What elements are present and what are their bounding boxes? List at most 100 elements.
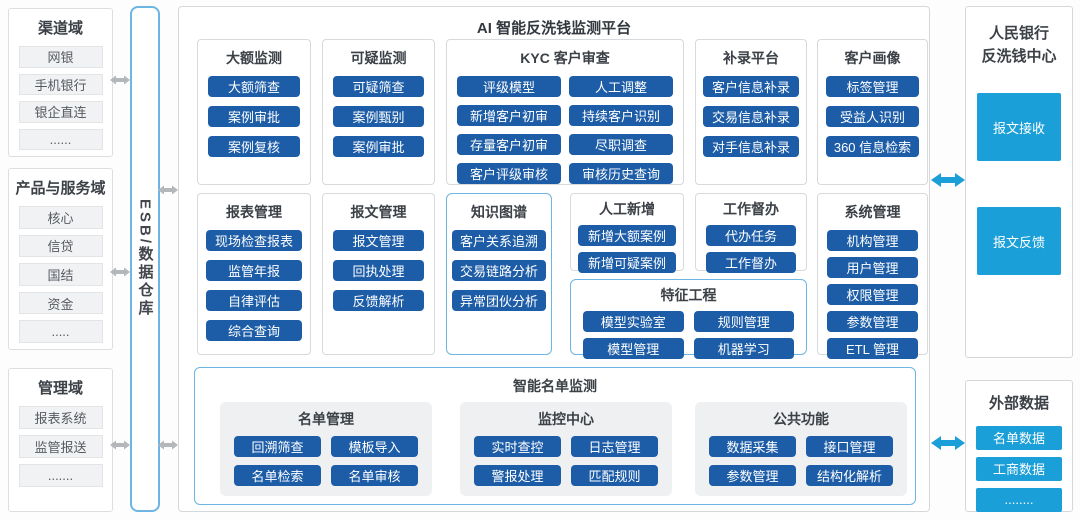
- module-title: 报文管理: [350, 204, 407, 220]
- external-data-box: 外部数据 名单数据 工商数据 ........: [965, 380, 1073, 512]
- module-button[interactable]: 警报处理: [474, 465, 561, 486]
- module-button[interactable]: 存量客户初审: [457, 134, 561, 155]
- module-button[interactable]: 异常团伙分析: [452, 290, 546, 311]
- module-button[interactable]: 模型实验室: [583, 311, 684, 332]
- module-button[interactable]: 参数管理: [709, 465, 796, 486]
- smart-list-monitoring-box: 智能名单监测 名单管理 回溯筛查 模板导入 名单检索 名单审核 监控中心 实时查…: [194, 367, 916, 505]
- panel-title: 名单管理: [298, 411, 354, 427]
- arrow-product-esb-icon: [110, 267, 130, 277]
- system-pill[interactable]: 国结: [18, 263, 103, 286]
- module-button[interactable]: 机构管理: [827, 230, 918, 251]
- module-button[interactable]: 实时查控: [474, 436, 561, 457]
- module-button[interactable]: 360 信息检索: [826, 136, 919, 157]
- module-button[interactable]: 案例审批: [333, 136, 424, 157]
- module-button[interactable]: 模型管理: [583, 338, 684, 359]
- module-button[interactable]: 接口管理: [806, 436, 893, 457]
- smart-list-title: 智能名单监测: [513, 378, 597, 394]
- module-button[interactable]: 现场检查报表: [206, 230, 302, 251]
- module-button[interactable]: 代办任务: [706, 225, 796, 246]
- module-button[interactable]: 交易信息补录: [703, 106, 799, 127]
- module-title: 特征工程: [660, 287, 717, 303]
- system-pill[interactable]: 手机银行: [18, 73, 103, 95]
- module-button[interactable]: 新增大额案例: [578, 225, 676, 246]
- system-pill[interactable]: 核心: [18, 206, 103, 229]
- module-button[interactable]: 匹配规则: [571, 465, 658, 486]
- system-pill[interactable]: 信贷: [18, 234, 103, 258]
- channel-domain-box: 渠道域 网银 手机银行 银企直连 ......: [8, 8, 113, 157]
- module-button[interactable]: 用户管理: [827, 257, 918, 278]
- module-button[interactable]: 客户评级审核: [457, 163, 561, 184]
- module-button[interactable]: 结构化解析: [806, 465, 893, 486]
- module-button[interactable]: 大额筛查: [208, 76, 300, 97]
- module-button[interactable]: 受益人识别: [826, 106, 919, 127]
- module-button[interactable]: 名单审核: [331, 465, 418, 486]
- module-button[interactable]: 名单检索: [234, 465, 321, 486]
- panel-title: 公共功能: [773, 411, 829, 427]
- pboc-title-line2: 反洗钱中心: [981, 47, 1057, 65]
- system-pill[interactable]: 报表系统: [18, 406, 103, 429]
- module-button[interactable]: 权限管理: [827, 284, 918, 305]
- panel-title: 监控中心: [538, 411, 594, 427]
- system-pill[interactable]: 资金: [18, 291, 103, 315]
- system-pill-more: .....: [18, 320, 103, 343]
- panel-list-management: 名单管理 回溯筛查 模板导入 名单检索 名单审核: [220, 402, 432, 496]
- pboc-title: 人民银行 反洗钱中心: [966, 23, 1072, 68]
- module-button[interactable]: 数据采集: [709, 436, 796, 457]
- module-manual-add: 人工新增 新增大额案例 新增可疑案例: [570, 193, 684, 273]
- module-button[interactable]: 综合查询: [206, 320, 302, 341]
- module-button[interactable]: 模板导入: [331, 436, 418, 457]
- external-data-pill[interactable]: 名单数据: [976, 425, 1062, 450]
- module-button[interactable]: 审核历史查询: [569, 163, 673, 184]
- product-service-domain-title: 产品与服务域: [15, 180, 106, 197]
- module-button[interactable]: 新增可疑案例: [578, 252, 676, 273]
- module-customer-profile: 客户画像 标签管理 受益人识别 360 信息检索: [817, 39, 928, 185]
- module-button[interactable]: 自律评估: [206, 290, 302, 311]
- system-pill[interactable]: 银企直连: [18, 101, 103, 123]
- module-feature-engineering: 特征工程 模型实验室 规则管理 模型管理 机器学习: [570, 279, 807, 359]
- module-title: 工作督办: [723, 201, 779, 217]
- module-button[interactable]: 客户信息补录: [703, 76, 799, 97]
- system-pill[interactable]: 网银: [18, 46, 103, 68]
- external-data-pill-more: ........: [976, 487, 1062, 512]
- module-knowledge-graph: 知识图谱 客户关系追溯 交易链路分析 异常团伙分析: [446, 193, 552, 355]
- message-receive-block[interactable]: 报文接收: [977, 93, 1061, 161]
- module-button[interactable]: 机器学习: [693, 338, 794, 359]
- module-button[interactable]: 对手信息补录: [703, 136, 799, 157]
- module-button[interactable]: 监管年报: [206, 260, 302, 281]
- module-button[interactable]: 可疑筛查: [333, 76, 424, 97]
- module-button[interactable]: 尽职调查: [569, 134, 673, 155]
- module-button[interactable]: 回执处理: [333, 260, 424, 281]
- module-message-management: 报文管理 报文管理 回执处理 反馈解析: [322, 193, 435, 355]
- module-button[interactable]: 案例复核: [208, 136, 300, 157]
- module-button[interactable]: 工作督办: [706, 252, 796, 273]
- module-button[interactable]: 交易链路分析: [452, 260, 546, 281]
- module-button[interactable]: 人工调整: [569, 76, 673, 97]
- arrow-smartlist-external-icon: [931, 436, 965, 450]
- module-button[interactable]: 客户关系追溯: [452, 230, 546, 251]
- module-button[interactable]: 反馈解析: [333, 290, 424, 311]
- module-title: 系统管理: [844, 204, 901, 220]
- module-button[interactable]: 案例甄别: [333, 106, 424, 127]
- module-button[interactable]: 报文管理: [333, 230, 424, 251]
- module-title: 知识图谱: [471, 204, 527, 220]
- module-button[interactable]: 回溯筛查: [234, 436, 321, 457]
- module-button[interactable]: ETL 管理: [827, 338, 918, 359]
- channel-domain-title: 渠道域: [37, 20, 83, 37]
- module-button[interactable]: 持续客户识别: [569, 105, 673, 126]
- arrow-esb-platform-bottom-icon: [158, 440, 178, 450]
- system-pill[interactable]: 监管报送: [18, 435, 103, 458]
- module-button[interactable]: 日志管理: [571, 436, 658, 457]
- message-feedback-block[interactable]: 报文反馈: [977, 207, 1061, 275]
- module-title: 补录平台: [723, 50, 779, 66]
- system-pill-more: ......: [18, 128, 103, 150]
- arrow-management-esb-icon: [110, 440, 130, 450]
- module-button[interactable]: 参数管理: [827, 311, 918, 332]
- module-button[interactable]: 标签管理: [826, 76, 919, 97]
- management-domain-title: 管理域: [37, 380, 83, 397]
- module-button[interactable]: 规则管理: [693, 311, 794, 332]
- module-button[interactable]: 案例审批: [208, 106, 300, 127]
- external-data-pill[interactable]: 工商数据: [976, 456, 1062, 481]
- module-button[interactable]: 评级模型: [457, 76, 561, 97]
- module-button[interactable]: 新增客户初审: [457, 105, 561, 126]
